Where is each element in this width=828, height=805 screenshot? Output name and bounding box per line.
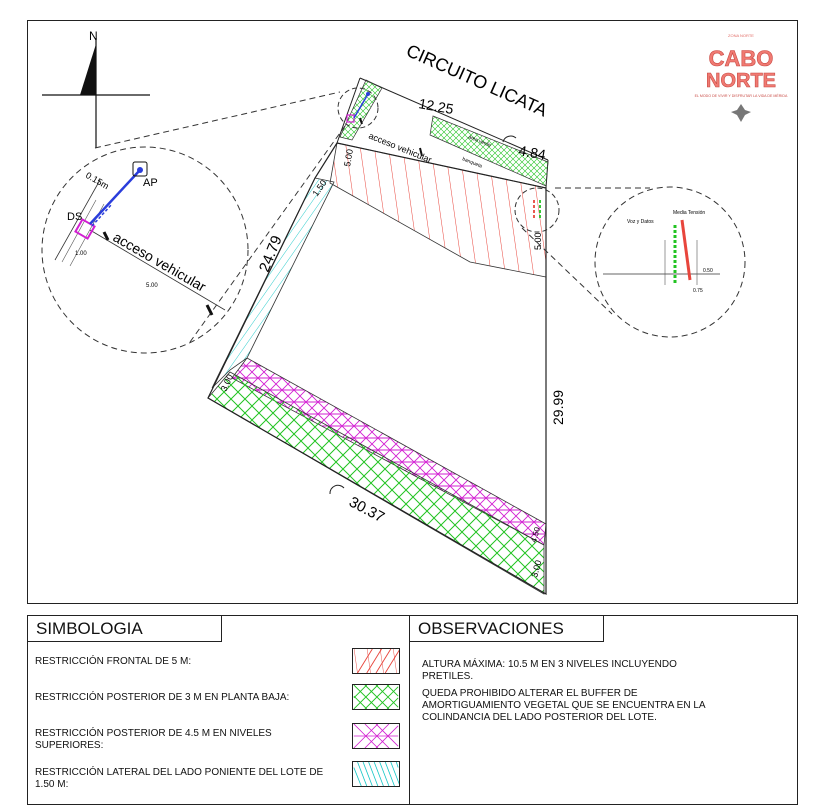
observation-item-2: QUEDA PROHIBIDO ALTERAR EL BUFFER DE AMO… (422, 688, 706, 723)
north-label: N (89, 29, 98, 43)
logo-top-small: ZONA NORTE (728, 33, 754, 38)
dim-front-arc: 4.84 (517, 142, 547, 163)
detail-right-dim-a: 0.50 (703, 268, 713, 274)
detail-right-dim-b: 0.75 (693, 288, 703, 294)
plan-frame (27, 20, 798, 604)
detail-right-voice: Voz y Datos (627, 219, 654, 225)
logo-line2: NORTE (706, 70, 776, 92)
setback-front-left-label: 5.00 (342, 148, 355, 167)
legend-item-west: RESTRICCIÓN LATERAL DEL LADO PONIENTE DE… (35, 767, 324, 790)
dim-front: 12.25 (417, 95, 454, 117)
ds-marker-small (346, 114, 355, 123)
setback-front-right-label: 5.00 (533, 232, 543, 250)
detail-circle-left (41, 146, 249, 354)
observations-title: OBSERVACIONES (410, 616, 604, 642)
site-plan-drawing: N CIRCUITO LICATA 12.25 4.84 24.79 29.99… (41, 29, 788, 596)
legend-item-rear-upper: RESTRICCIÓN POSTERIOR DE 4.5 M EN NIVELE… (35, 728, 272, 751)
detail-left-small: 1.00 (75, 251, 87, 257)
dim-east: 29.99 (550, 390, 566, 425)
setback-rear-upper-label: 4.50 (529, 526, 542, 544)
rear-upper-setback-zone (231, 357, 547, 546)
rear-ground-setback-zone (207, 371, 545, 595)
legend-item-front: RESTRICCIÓN FRONTAL DE 5 M: (35, 656, 192, 667)
green-corner-strip (339, 79, 383, 141)
logo-tagline: EL MODO DE VIVIR Y DISFRUTAR LA VIDA DE … (695, 93, 788, 98)
west-setback-zone (211, 177, 335, 389)
detail-left-ds: DS (67, 211, 82, 223)
lot-outline (207, 142, 547, 596)
north-arrow-icon: N (42, 29, 150, 148)
observation-item-1: ALTURA MÁXIMA: 10.5 M EN 3 NIVELES INCLU… (422, 659, 677, 682)
logo-emblem-icon (731, 104, 751, 122)
swatch-front (352, 648, 400, 674)
detail-left-ap: AP (143, 177, 158, 189)
legend-title: SIMBOLOGIA (28, 616, 222, 642)
detail-circle-right (594, 186, 746, 338)
green-area-strip (429, 115, 549, 187)
legend-item-rear-ground: RESTRICCIÓN POSTERIOR DE 3 M EN PLANTA B… (35, 692, 290, 703)
swatch-west (352, 761, 400, 787)
detail-right-voltage: Media Tensión (673, 210, 705, 216)
detail-left-width: 5.00 (146, 283, 158, 289)
legend-panel: SIMBOLOGIA RESTRICCIÓN FRONTAL DE 5 M: R… (27, 615, 410, 805)
detail-right-content: Voz y Datos Media Tensión 0.50 0.75 (603, 210, 720, 294)
detail-source-circle-left (337, 87, 379, 129)
swatch-rear-ground (352, 684, 400, 710)
logo-line1: CABO (709, 46, 774, 71)
cabo-norte-logo: ZONA NORTE CABO NORTE EL MODO DE VIVIR Y… (695, 33, 788, 122)
setback-rear-ground-right-label: 3.00 (529, 559, 543, 579)
swatch-rear-upper (352, 723, 400, 749)
sidewalk-label: banqueta (461, 156, 483, 169)
observations-panel: OBSERVACIONES ALTURA MÁXIMA: 10.5 M EN 3… (410, 615, 798, 805)
detail-source-circle-right (514, 187, 560, 233)
